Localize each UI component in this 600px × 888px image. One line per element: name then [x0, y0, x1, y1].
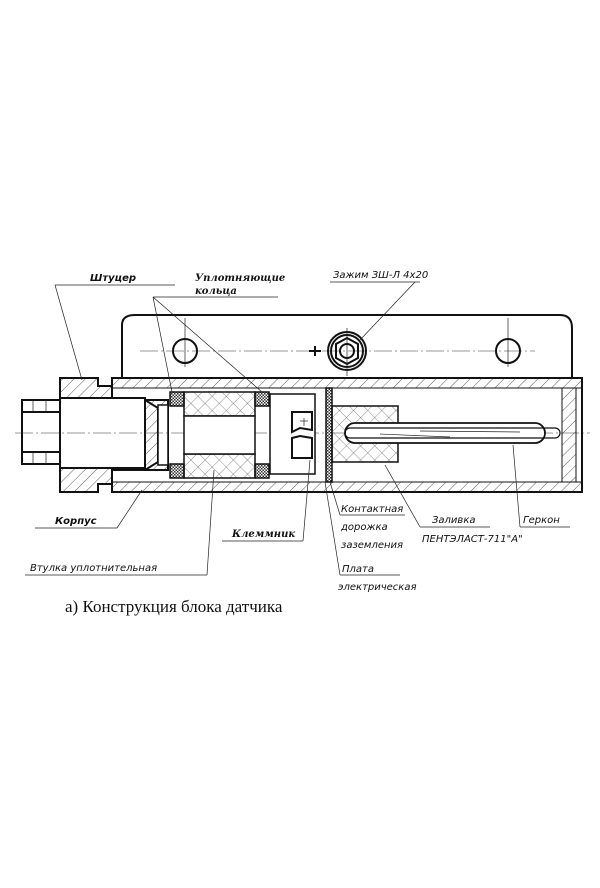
terminal-block: [269, 393, 316, 475]
label-housing: Корпус: [55, 516, 97, 527]
label-sealing-bushing: Втулка уплотнительная: [30, 563, 157, 574]
label-potting-1: Заливка: [432, 515, 476, 526]
sealing-rings: [169, 391, 270, 479]
reed-switch: [344, 422, 561, 444]
label-sealing-rings-1: Уплотняющие: [195, 273, 285, 284]
label-board-2: электрическая: [338, 582, 417, 593]
label-shtutser: Штуцер: [90, 273, 136, 284]
ground-symbol-icon: [309, 346, 321, 356]
label-clamp: Зажим ЗШ-Л 4х20: [333, 270, 428, 281]
label-ground-track-2: дорожка: [340, 522, 388, 533]
label-reed-switch: Геркон: [523, 515, 560, 526]
ground-clamp: [309, 328, 367, 376]
label-board-1: Плата: [342, 564, 374, 575]
mounting-bracket: [121, 314, 573, 378]
label-potting-2: ПЕНТЭЛАСТ-711"А": [422, 534, 523, 545]
leader-lines: [25, 281, 570, 576]
circuit-board: [325, 387, 333, 483]
fitting: [59, 377, 169, 493]
label-ground-track-1: Контактная: [341, 504, 403, 515]
figure-caption: а) Конструкция блока датчика: [65, 597, 283, 616]
label-sealing-rings-2: кольца: [195, 286, 237, 297]
label-terminal-block: Клеммник: [231, 529, 295, 540]
label-ground-track-3: заземления: [341, 540, 403, 551]
sealing-bushing: [183, 391, 256, 479]
